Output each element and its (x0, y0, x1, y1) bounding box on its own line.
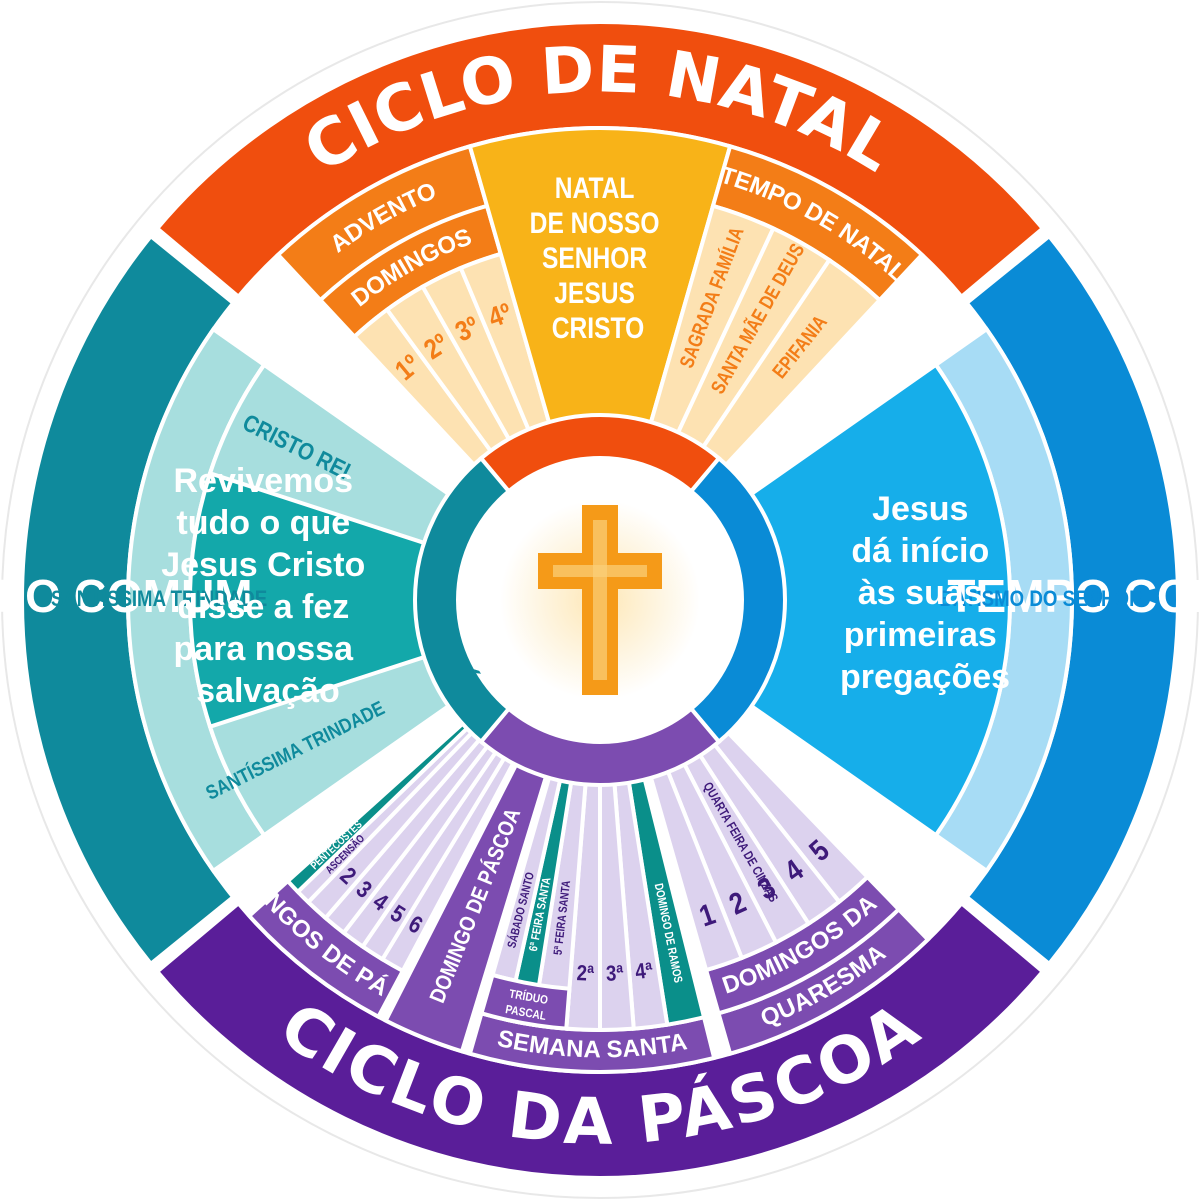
paragraph-line: primeiras (844, 616, 997, 654)
center-emblem (460, 460, 740, 740)
paragraph-line: para nossa (174, 630, 355, 668)
paragraph-line: tudo o que (176, 504, 350, 542)
natal-line: NATAL (555, 171, 635, 205)
feira-number: 2ª (576, 962, 595, 986)
natal-line: DE NOSSO (530, 206, 660, 240)
feira-number: 4ª (634, 959, 654, 985)
comum-left-title: TEMPO COMUM (0, 570, 253, 622)
comum-right-paragraph: Jesus dá início às suas primeiras pregaç… (840, 490, 1010, 696)
paragraph-line: às suas (858, 574, 983, 612)
natal-line: JESUS (554, 276, 635, 310)
paragraph-line: pregações (840, 658, 1010, 696)
natal-line: CRISTO (552, 311, 644, 345)
paragraph-line: salvação (196, 672, 340, 710)
triduo-band (479, 972, 572, 1031)
paragraph-line: disse a fez (177, 588, 349, 626)
trindade-label: SANTÍSSIMA TRINDADE (51, 586, 267, 611)
comum-left-paragraph: Revivemos tudo o que Jesus Cristo disse … (161, 462, 375, 710)
cross-icon (538, 505, 662, 695)
paragraph-line: Jesus (872, 490, 968, 528)
paragraph-line: Jesus Cristo (161, 546, 365, 584)
natal-line: SENHOR (542, 241, 647, 275)
batismo-label: BATISMO DO SENHOR (939, 587, 1142, 611)
feira-number: 3ª (606, 962, 625, 986)
paragraph-line: dá início (851, 532, 989, 570)
natal-center-text: NATAL DE NOSSO SENHOR JESUS CRISTO (530, 171, 667, 345)
paragraph-line: Revivemos (174, 462, 354, 500)
triduo-label: TRÍDUO (508, 987, 549, 1008)
comum-right-title: TEMPO COMUM (947, 570, 1200, 622)
wheel-segments (20, 20, 1180, 1180)
center-ring-left (413, 455, 512, 745)
